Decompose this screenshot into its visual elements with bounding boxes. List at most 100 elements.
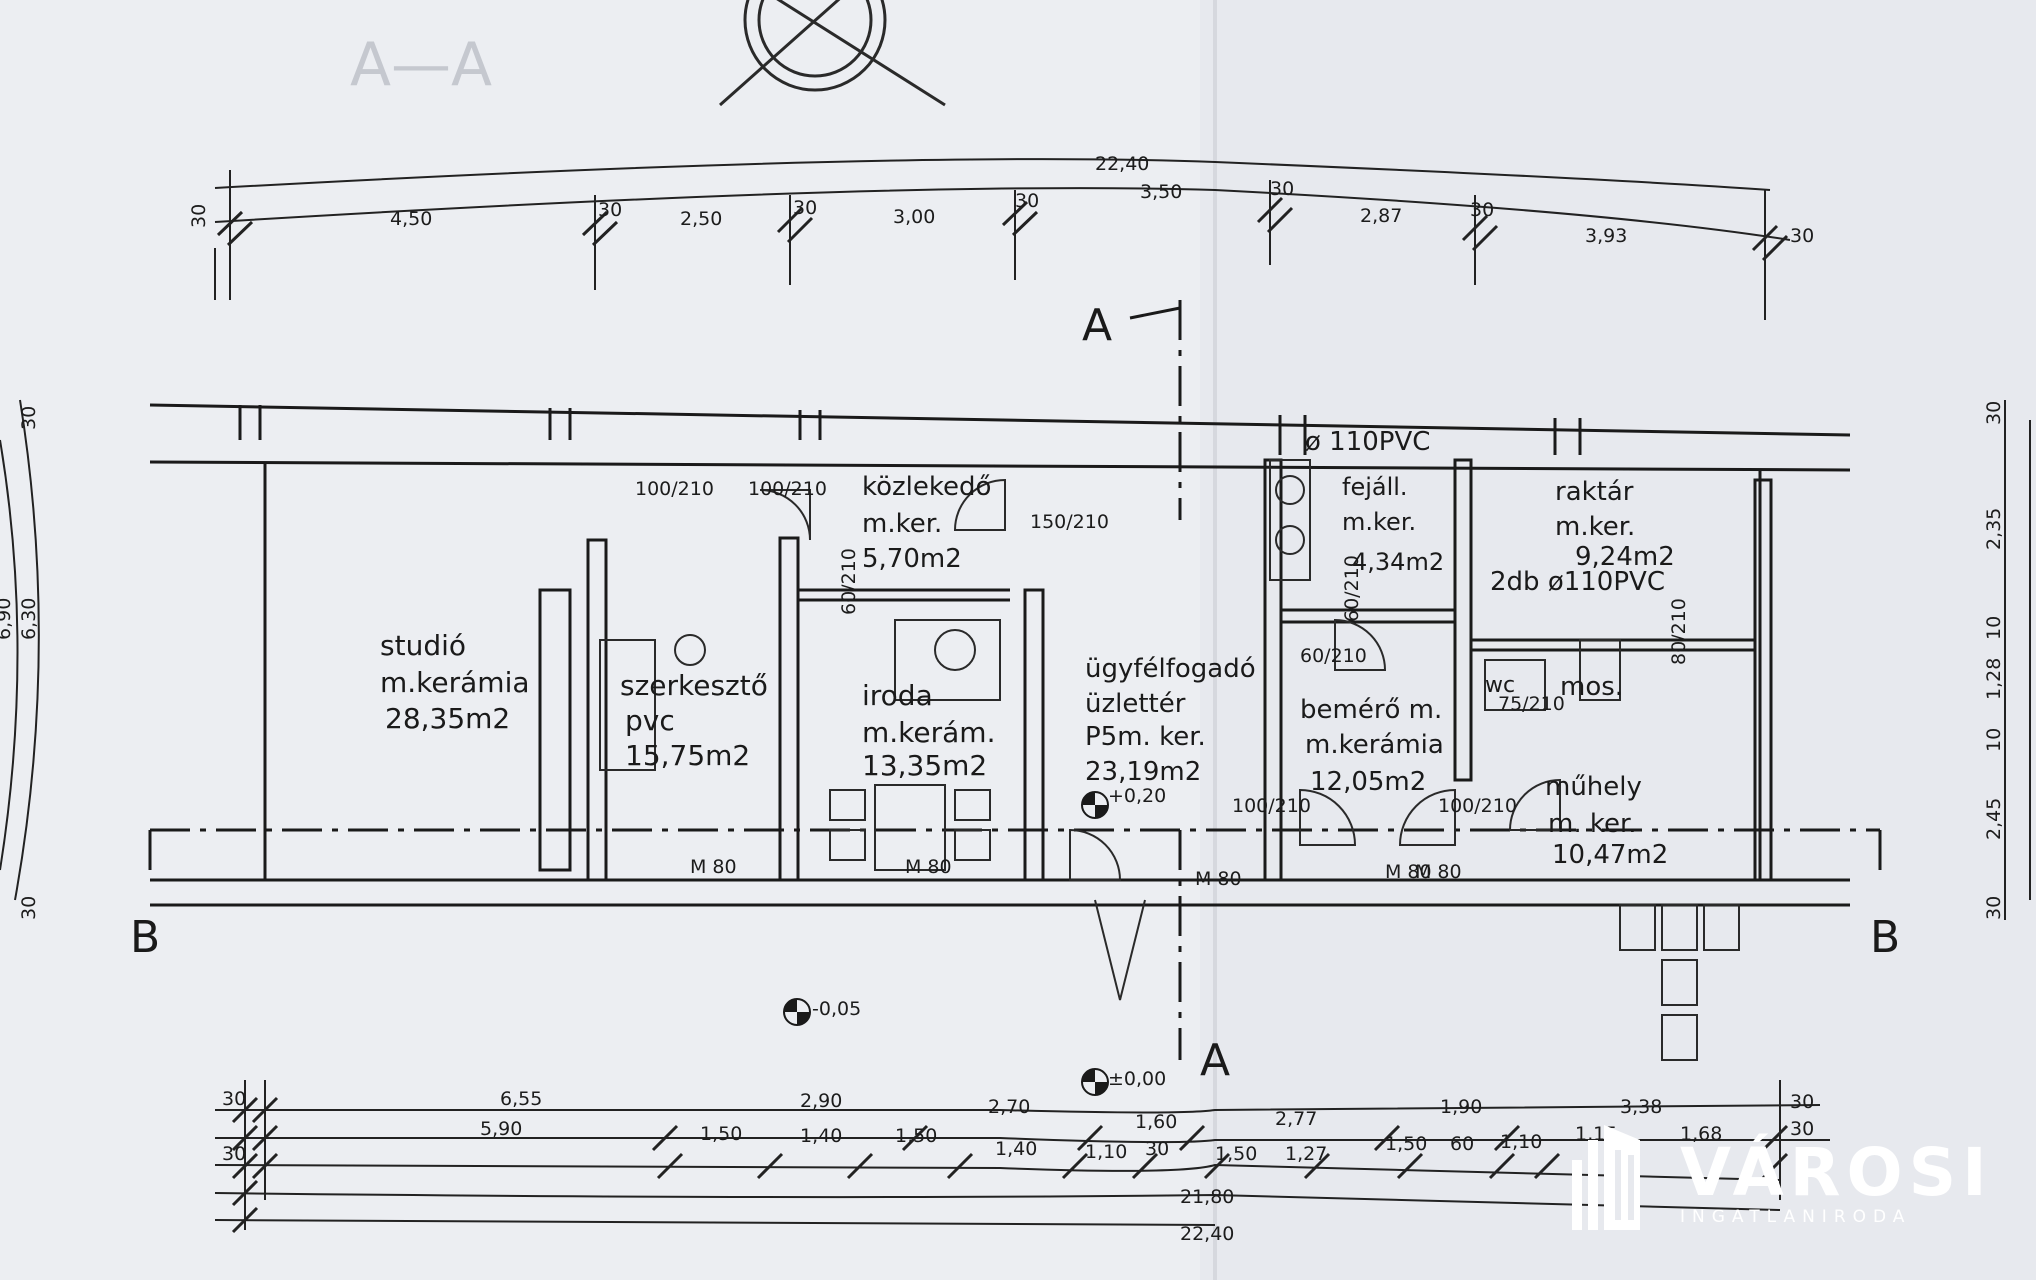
dim-right-0: 30 [1983,401,2005,425]
opening-5: 60/210 [1341,555,1363,622]
room-area-bemero: 12,05m2 [1310,767,1426,797]
dim-bot1-1: 6,55 [500,1088,542,1110]
room-name-kozlekedo: közlekedő [862,472,991,502]
opening-7: 80/210 [1668,598,1690,665]
entry-steps [1619,904,1740,1061]
left-dimension-labels: 30 6,30 6,90 30 [0,406,40,920]
dim-bot1-7: 3,38 [1620,1096,1662,1118]
room-area-kozlekedo: 5,70m2 [862,544,962,574]
dim-right-2: 10 [1983,616,2005,640]
dim-left-3: 30 [18,896,40,920]
dim-right-6: 30 [1983,896,2005,920]
dim-top-4: 30 [793,197,817,219]
dim-right-3: 1,28 [1983,658,2005,700]
dim-total-top: 22,40 [1095,153,1149,175]
compass-symbol [719,0,946,107]
room-name-mos: mos. [1560,672,1623,702]
room-finish-raktar: m.ker. [1555,512,1635,542]
bottom-dimension-labels-row2: 30 5,90 1,50 1,40 1,50 1,40 1,10 30 1,50… [222,1118,1814,1165]
dim-left-1: 6,30 [18,598,40,640]
room-area-fejall: 4,34m2 [1352,548,1444,576]
dim-bot2-7: 30 [1145,1138,1169,1160]
dim-top-0: 30 [188,204,210,228]
room-finish-iroda: m.kerám. [862,716,995,749]
door-swings [759,478,1561,1001]
room-name-fejall: fejáll. [1342,473,1408,501]
opening-1: 100/210 [748,478,827,500]
opening-3: 60/210 [838,548,860,615]
dim-right-1: 2,35 [1983,508,2005,550]
dim-top-12: 30 [1790,225,1814,247]
iroda-furniture [829,619,1001,871]
room-name-szerkeszto: szerkesztő [620,669,768,702]
dim-bot2-8: 1,50 [1215,1143,1257,1165]
room-finish-muhely: m. ker. [1548,809,1637,839]
opening-annotations: 100/210 100/210 150/210 60/210 60/210 60… [635,478,1690,890]
opening-m80-3: M 80 [1195,868,1242,890]
room-finish-kozlekedo: m.ker. [862,509,942,539]
room-muhely: műhely m. ker. 10,47m2 [1545,772,1668,870]
level-step-label: ±0,00 [1108,1068,1166,1090]
dim-bottom-total-inner: 21,80 [1180,1186,1234,1208]
room-raktar: raktár m.ker. 9,24m2 [1555,477,1675,572]
section-label-a-top: A [1082,300,1112,351]
dim-bot2-0: 30 [222,1143,246,1165]
dim-bot1-6: 1,90 [1440,1096,1482,1118]
room-name-wc: wc [1485,673,1515,698]
room-fejall: fejáll. m.ker. 4,34m2 [1342,473,1444,576]
opening-8: 100/210 [1232,795,1311,817]
room-extra-ugyfelfogado: üzlettér [1085,689,1186,719]
top-dimension-labels: 22,40 30 4,50 30 2,50 30 3,00 30 3,50 30… [188,153,1814,247]
dim-bot2-5: 1,40 [995,1138,1037,1160]
left-dimension-chain [0,399,40,901]
right-dimension-chain [2004,400,2031,920]
room-area-studio: 28,35m2 [385,702,510,735]
opening-0: 100/210 [635,478,714,500]
dim-right-5: 2,45 [1983,798,2005,840]
dim-right-4: 10 [1983,728,2005,752]
dim-bot2-11: 60 [1450,1133,1474,1155]
room-area-szerkeszto: 15,75m2 [625,739,750,772]
level-marker-step: ±0,00 [1081,1068,1166,1096]
section-label-b-right: B [1870,912,1900,963]
dim-bottom-total: 22,40 [1180,1223,1234,1245]
room-name-bemero: bemérő m. [1300,695,1442,725]
room-finish-bemero: m.kerámia [1305,730,1444,760]
room-name-muhely: műhely [1545,772,1642,802]
dim-bot2-1: 5,90 [480,1118,522,1140]
room-name-iroda: iroda [862,679,933,712]
dim-top-10: 30 [1470,199,1494,221]
level-marker-outside: -0,05 [783,998,861,1026]
dim-left-0: 30 [18,406,40,430]
room-finish-studio: m.kerámia [380,666,530,699]
room-area-raktar: 9,24m2 [1575,542,1675,572]
dim-top-7: 3,50 [1140,181,1182,203]
dim-bot1-8: 30 [1790,1091,1814,1113]
dim-top-11: 3,93 [1585,225,1627,247]
szerkeszto-furniture [599,634,706,771]
level-marker-entry: +0,20 [1081,785,1166,819]
level-outside-label: -0,05 [812,998,861,1020]
dim-top-2: 30 [598,199,622,221]
level-entry-label: +0,20 [1108,785,1166,807]
room-name-studio: studió [380,629,466,662]
room-area-muhely: 10,47m2 [1552,840,1668,870]
pipe-note-main: ø 110PVC [1305,427,1430,457]
room-finish-szerkeszto: pvc [625,704,675,737]
room-kozlekedo: közlekedő m.ker. 5,70m2 [862,472,991,574]
dim-bot2-10: 1,50 [1385,1133,1427,1155]
dim-bot2-15: 30 [1790,1118,1814,1140]
bottom-dimension-labels-row1: 30 6,55 2,90 2,70 1,60 2,77 1,90 3,38 30 [222,1088,1814,1133]
dim-bot2-6: 1,10 [1085,1141,1127,1163]
room-szerkeszto: szerkesztő pvc 15,75m2 [620,669,768,772]
section-label-b-left: B [130,912,160,963]
dim-top-3: 2,50 [680,208,722,230]
pipe-note-second: 2db ø110PVC [1490,567,1665,597]
room-finish-fejall: m.ker. [1342,508,1416,536]
section-markers [148,300,1882,1060]
opening-m80-4: M 80 [1385,861,1432,883]
dim-top-1: 4,50 [390,208,432,230]
opening-6: 75/210 [1498,693,1565,715]
